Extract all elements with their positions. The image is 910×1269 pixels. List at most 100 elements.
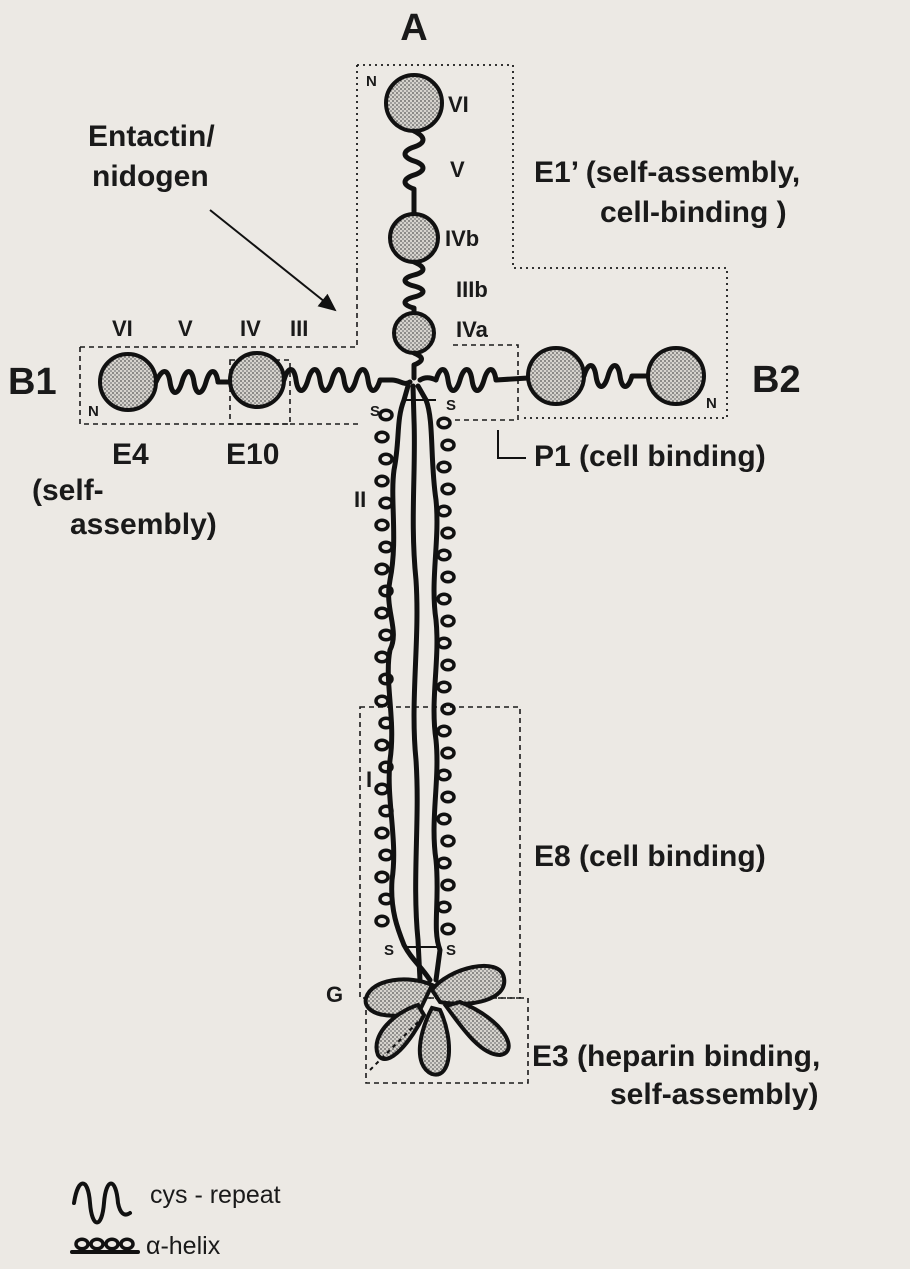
legend: cys - repeat α-helix bbox=[72, 1181, 281, 1260]
helix-loop bbox=[438, 814, 450, 824]
strand-left bbox=[388, 386, 430, 980]
domain-b1-iii-rod bbox=[284, 370, 410, 391]
domain-b1-iv-globule bbox=[230, 353, 284, 407]
fragment-e8-label: E8 (cell binding) bbox=[534, 840, 766, 873]
helix-loop bbox=[442, 572, 454, 582]
domain-a-iiib-rod bbox=[405, 262, 423, 314]
domain-a-vi-globule bbox=[386, 75, 442, 131]
helix-loop bbox=[438, 726, 450, 736]
domain-label-a-iiib: IIIb bbox=[456, 277, 488, 302]
s-mark-1: S bbox=[370, 403, 380, 420]
helix-loop bbox=[438, 550, 450, 560]
domain-a-ivb-globule bbox=[390, 214, 438, 262]
helix-loop bbox=[438, 638, 450, 648]
helix-loop bbox=[442, 528, 454, 538]
helix-loop bbox=[442, 748, 454, 758]
s-mark-4: S bbox=[446, 942, 456, 959]
helix-loop bbox=[442, 484, 454, 494]
helix-loop bbox=[438, 902, 450, 912]
legend-helix-loop bbox=[76, 1239, 88, 1249]
domain-label-i: I bbox=[366, 767, 372, 792]
n-terminus-b1: N bbox=[88, 403, 99, 420]
legend-helix-loop bbox=[91, 1239, 103, 1249]
helix-loop bbox=[376, 696, 388, 706]
entactin-label-line1: Entactin/ bbox=[88, 120, 215, 153]
domain-label-a-vi: VI bbox=[448, 92, 469, 117]
arm-label-b2: B2 bbox=[752, 359, 801, 401]
helix-loop bbox=[376, 784, 388, 794]
arm-b2-chain bbox=[420, 348, 704, 404]
fragment-p1-label: P1 (cell binding) bbox=[534, 440, 766, 473]
helix-loop bbox=[438, 770, 450, 780]
entactin-label-line2: nidogen bbox=[92, 160, 209, 193]
helix-loop bbox=[380, 850, 392, 860]
helix-loop bbox=[438, 594, 450, 604]
g-lobe-2 bbox=[432, 966, 504, 1004]
helix-loop bbox=[380, 498, 392, 508]
helix-loop bbox=[442, 880, 454, 890]
legend-helix-loop bbox=[121, 1239, 133, 1249]
helix-loop bbox=[442, 440, 454, 450]
helix-loop bbox=[442, 836, 454, 846]
helix-loop bbox=[442, 704, 454, 714]
s-mark-3: S bbox=[384, 942, 394, 959]
helix-loop bbox=[380, 630, 392, 640]
fragment-e4-label: E4 bbox=[112, 438, 149, 471]
strand-right bbox=[418, 386, 440, 980]
helix-loop bbox=[442, 792, 454, 802]
helix-loop bbox=[376, 564, 388, 574]
legend-cys-repeat-symbol bbox=[74, 1184, 130, 1223]
helix-loop bbox=[438, 682, 450, 692]
strand-middle bbox=[413, 386, 420, 980]
long-arm-coiled-coil bbox=[376, 386, 454, 980]
helix-loop bbox=[376, 476, 388, 486]
helix-loop bbox=[376, 740, 388, 750]
helix-loop bbox=[442, 616, 454, 626]
helix-loop bbox=[376, 872, 388, 882]
domain-label-b1-vi: VI bbox=[112, 316, 133, 341]
domain-label-a-iva: IVa bbox=[456, 317, 489, 342]
helix-loop bbox=[442, 660, 454, 670]
helix-loop bbox=[376, 608, 388, 618]
domain-b2-vi-globule bbox=[648, 348, 704, 404]
domain-b1-vi-globule bbox=[100, 354, 156, 410]
domain-a-iva-globule bbox=[394, 313, 434, 353]
domain-b2-iv-globule bbox=[528, 348, 584, 404]
fragment-e1-label-line2: cell-binding ) bbox=[600, 196, 787, 229]
helix-loop bbox=[438, 462, 450, 472]
domain-label-a-ivb: IVb bbox=[445, 226, 479, 251]
domain-b1-v-rod bbox=[156, 372, 230, 393]
helix-loop bbox=[376, 432, 388, 442]
arm-a-chain bbox=[386, 75, 442, 378]
domain-label-b1-iv: IV bbox=[240, 316, 261, 341]
domain-label-ii: II bbox=[354, 487, 366, 512]
arm-label-a: A bbox=[400, 7, 427, 49]
helix-loop bbox=[376, 652, 388, 662]
fragment-e3-label-line1: E3 (heparin binding, bbox=[532, 1040, 820, 1073]
helix-loop bbox=[380, 454, 392, 464]
domain-b2-iii-rod bbox=[420, 370, 528, 391]
arm-label-b1: B1 bbox=[8, 361, 57, 403]
domain-label-b1-iii: III bbox=[290, 316, 308, 341]
helix-loop bbox=[438, 858, 450, 868]
legend-cys-repeat-label: cys - repeat bbox=[150, 1181, 281, 1209]
legend-helix-loop bbox=[106, 1239, 118, 1249]
domain-b2-v-rod bbox=[584, 366, 648, 387]
helix-loop bbox=[438, 506, 450, 516]
legend-helix-loops bbox=[76, 1239, 133, 1249]
helix-loop bbox=[376, 520, 388, 530]
helix-loops-right bbox=[438, 418, 454, 934]
arm-b1-chain bbox=[100, 353, 410, 410]
entactin-arrow bbox=[210, 210, 335, 310]
p1-leader-line bbox=[498, 430, 526, 458]
domain-g-globular bbox=[366, 966, 509, 1075]
n-terminus-b2: N bbox=[706, 395, 717, 412]
helix-loop bbox=[376, 916, 388, 926]
n-terminus-a: N bbox=[366, 73, 377, 90]
fragment-e10-label: E10 bbox=[226, 438, 279, 471]
fragment-e4-note-line1: (self- bbox=[32, 474, 104, 507]
fragment-e1-label-line1: E1’ (self-assembly, bbox=[534, 156, 800, 189]
s-mark-2: S bbox=[446, 397, 456, 414]
helix-loop bbox=[438, 418, 450, 428]
